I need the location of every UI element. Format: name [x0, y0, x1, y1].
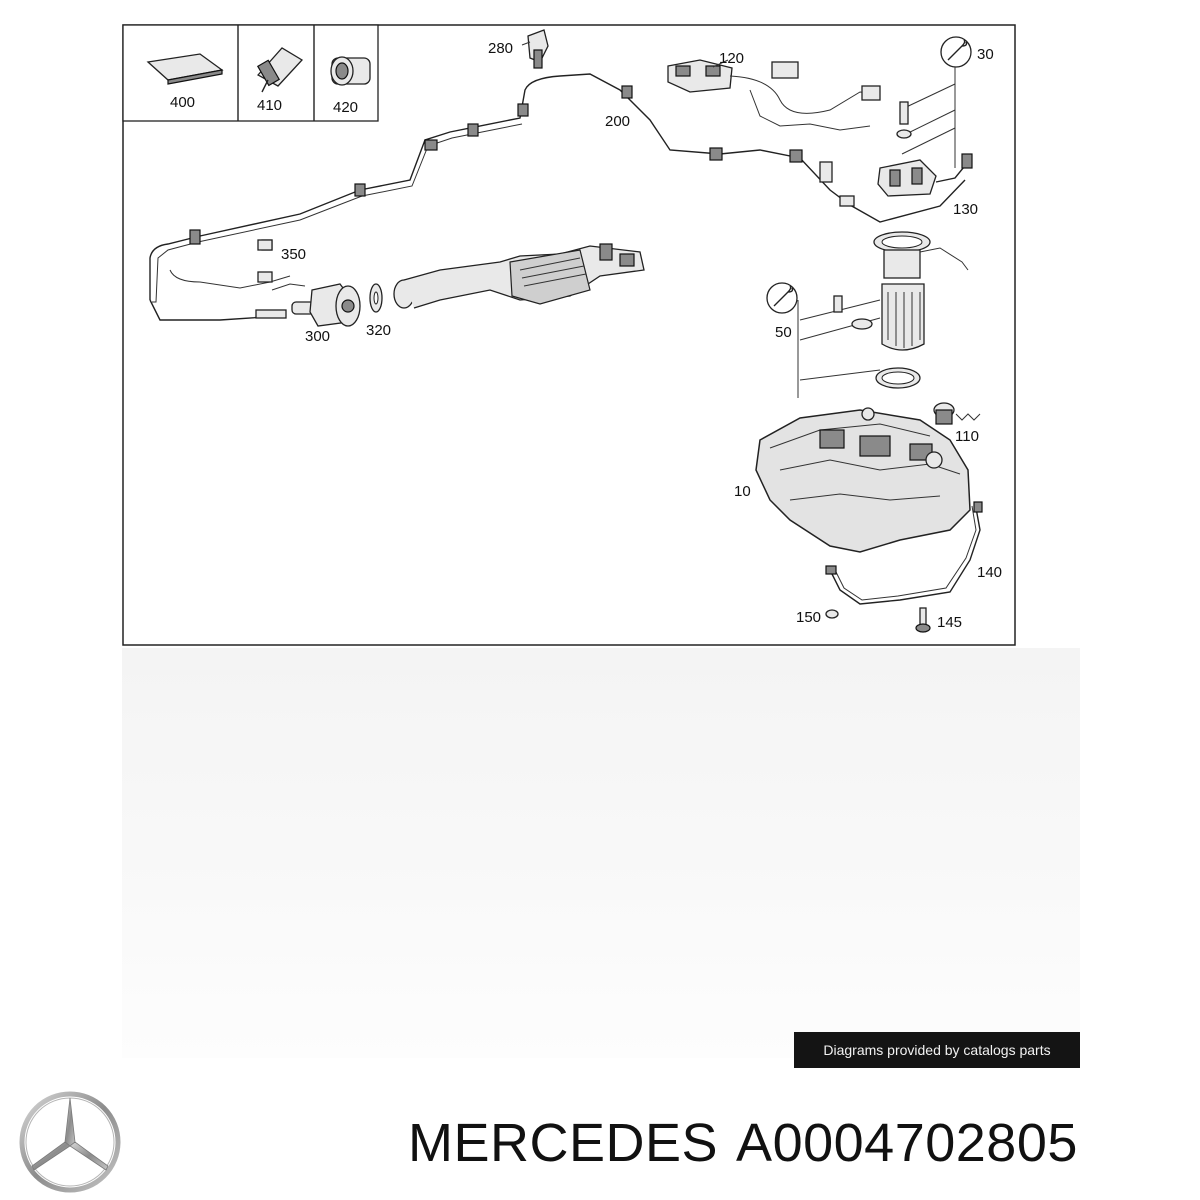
- callout-300: 300: [305, 328, 330, 345]
- callout-labels: 400 410 420 280 120 30 200 130 350 300 3…: [170, 40, 1002, 631]
- wrench-icon-30: [899, 36, 972, 168]
- part-140-strap: [825, 501, 983, 605]
- part-320-gasket: [369, 283, 383, 313]
- exhaust-pipe: [393, 243, 645, 309]
- callout-120: 120: [719, 50, 744, 67]
- callout-140: 140: [977, 564, 1002, 581]
- callout-130: 130: [953, 201, 978, 218]
- callout-280: 280: [488, 40, 513, 57]
- part-420-grommet: [330, 56, 371, 86]
- callout-410: 410: [257, 97, 282, 114]
- part-120-harness: [667, 59, 881, 131]
- part-410-clip: [256, 47, 304, 93]
- parts-diagram: 400 410 420 280 120 30 200 130 350 300 3…: [122, 24, 1016, 646]
- part-280-sensor: [521, 29, 549, 69]
- background-shade: [122, 648, 1080, 1058]
- callout-350: 350: [281, 246, 306, 263]
- callout-150: 150: [796, 609, 821, 626]
- part-130-pump: [819, 101, 973, 207]
- part-400-pad: [146, 53, 224, 85]
- callout-320: 320: [366, 322, 391, 339]
- callout-420: 420: [333, 99, 358, 116]
- callout-30: 30: [977, 46, 994, 63]
- part-145-bolt: [915, 607, 931, 633]
- diagram-credit-badge: Diagrams provided by catalogs parts: [794, 1032, 1080, 1068]
- brand-name: MERCEDES: [408, 1113, 719, 1173]
- part-number: A0004702805: [736, 1113, 1078, 1173]
- callout-200: 200: [605, 113, 630, 130]
- part-10-fuel-tank: [755, 407, 971, 553]
- part-300-valve: [255, 283, 361, 327]
- inset-boxes: [122, 24, 379, 122]
- part-350-harness: [257, 239, 306, 291]
- footer-title: MERCEDES A0004702805: [408, 1108, 1078, 1178]
- part-110-cap: [933, 402, 981, 425]
- callout-110: 110: [955, 428, 979, 445]
- part-50-pump-module: [833, 231, 969, 389]
- callout-50: 50: [775, 324, 792, 341]
- part-150-nut: [825, 609, 839, 619]
- callout-400: 400: [170, 94, 195, 111]
- callout-10: 10: [734, 483, 751, 500]
- mercedes-star-icon: [19, 1091, 121, 1193]
- callout-145: 145: [937, 614, 962, 631]
